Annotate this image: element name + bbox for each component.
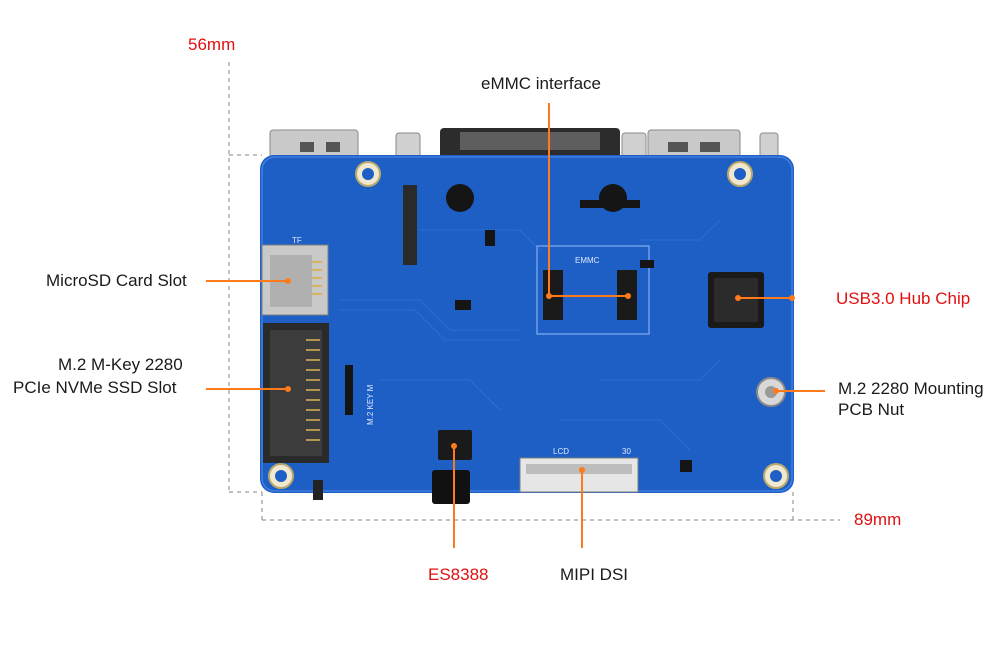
width-dimension: 89mm (854, 510, 902, 529)
height-dimension: 56mm (188, 35, 236, 54)
callout-mipi: MIPI DSI (560, 565, 629, 584)
silk-lcd: LCD (553, 447, 569, 456)
silk-tf: TF (292, 236, 302, 245)
silk-pin30: 30 (622, 447, 631, 456)
callout-m2-line1: M.2 M-Key 2280 (58, 355, 183, 374)
m2-slot (263, 323, 329, 463)
silk-emmc: EMMC (575, 256, 600, 265)
callout-nut-line1: M.2 2280 Mounting (838, 379, 984, 398)
silkscreen: EMMC TF M.2 KEY M LCD 30 (292, 236, 631, 456)
silk-m2key: M.2 KEY M (366, 384, 375, 425)
callout-lines (206, 103, 825, 548)
callout-microsd: MicroSD Card Slot (46, 271, 187, 290)
callout-dots (285, 278, 795, 473)
callout-usb-hub: USB3.0 Hub Chip (836, 289, 971, 308)
callout-nut-line2: PCB Nut (838, 400, 905, 419)
callout-es8388: ES8388 (428, 565, 489, 584)
dimension-lines (228, 62, 840, 521)
callout-m2-line2: PCIe NVMe SSD Slot (13, 378, 177, 397)
callout-emmc: eMMC interface (481, 74, 601, 93)
